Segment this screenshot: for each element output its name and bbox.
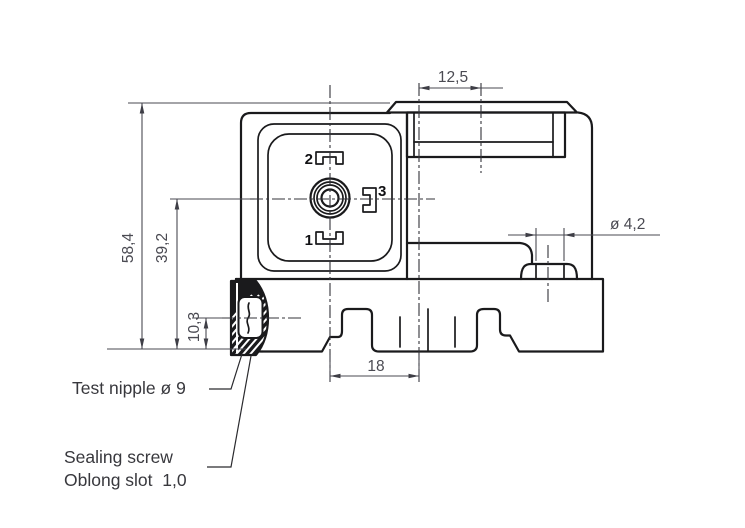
dim-nipple-axis-height: 10,3: [186, 312, 203, 342]
mounting-hole-4-2: [519, 262, 579, 281]
housing-left-top-outline: [239, 111, 392, 281]
dim-axis-height: 39,2: [154, 233, 171, 263]
pin-3-label: 3: [378, 183, 386, 200]
dimension-18: 18: [329, 355, 420, 382]
label-sealing-screw: Sealing screw: [64, 447, 173, 467]
pin-2-contact: [315, 151, 344, 165]
housing-step-line: [405, 241, 534, 265]
dimension-10-3: 10,3: [186, 312, 209, 349]
pin-1-contact: [315, 231, 344, 245]
label-test-nipple: Test nipple ø 9: [72, 378, 186, 398]
leader-test-nipple: [209, 353, 243, 390]
cable-gland: [385, 100, 579, 159]
leader-sealing-screw: [207, 355, 252, 468]
dim-top-width: 12,5: [438, 69, 468, 86]
pin-2-label: 2: [305, 151, 313, 168]
dimension-58-4: 58,4: [107, 102, 390, 350]
dimension-4-2: ø 4,2: [508, 216, 660, 261]
dim-overall-height: 58,4: [120, 233, 137, 264]
body-right-edge: [576, 111, 594, 281]
pin-3-contact: [362, 187, 377, 213]
dim-hole-diameter: ø 4,2: [610, 216, 645, 233]
mounting-hole-outline: [519, 262, 579, 281]
pin-1-label: 1: [305, 232, 313, 249]
pin-contacts: 2 1 3: [305, 151, 387, 249]
label-oblong-slot: Oblong slot 1,0: [64, 470, 187, 490]
centerlines: [170, 83, 549, 382]
dimension-12-5: 12,5: [419, 69, 503, 91]
annotations: Test nipple ø 9 Sealing screw Oblong slo…: [64, 353, 252, 490]
base-outline: [234, 277, 605, 353]
housing: [239, 111, 594, 281]
gland-cap: [385, 100, 579, 114]
dim-slot-spacing: 18: [367, 358, 384, 375]
gland-body: [405, 111, 567, 159]
dimension-39-2: 39,2: [154, 199, 180, 349]
